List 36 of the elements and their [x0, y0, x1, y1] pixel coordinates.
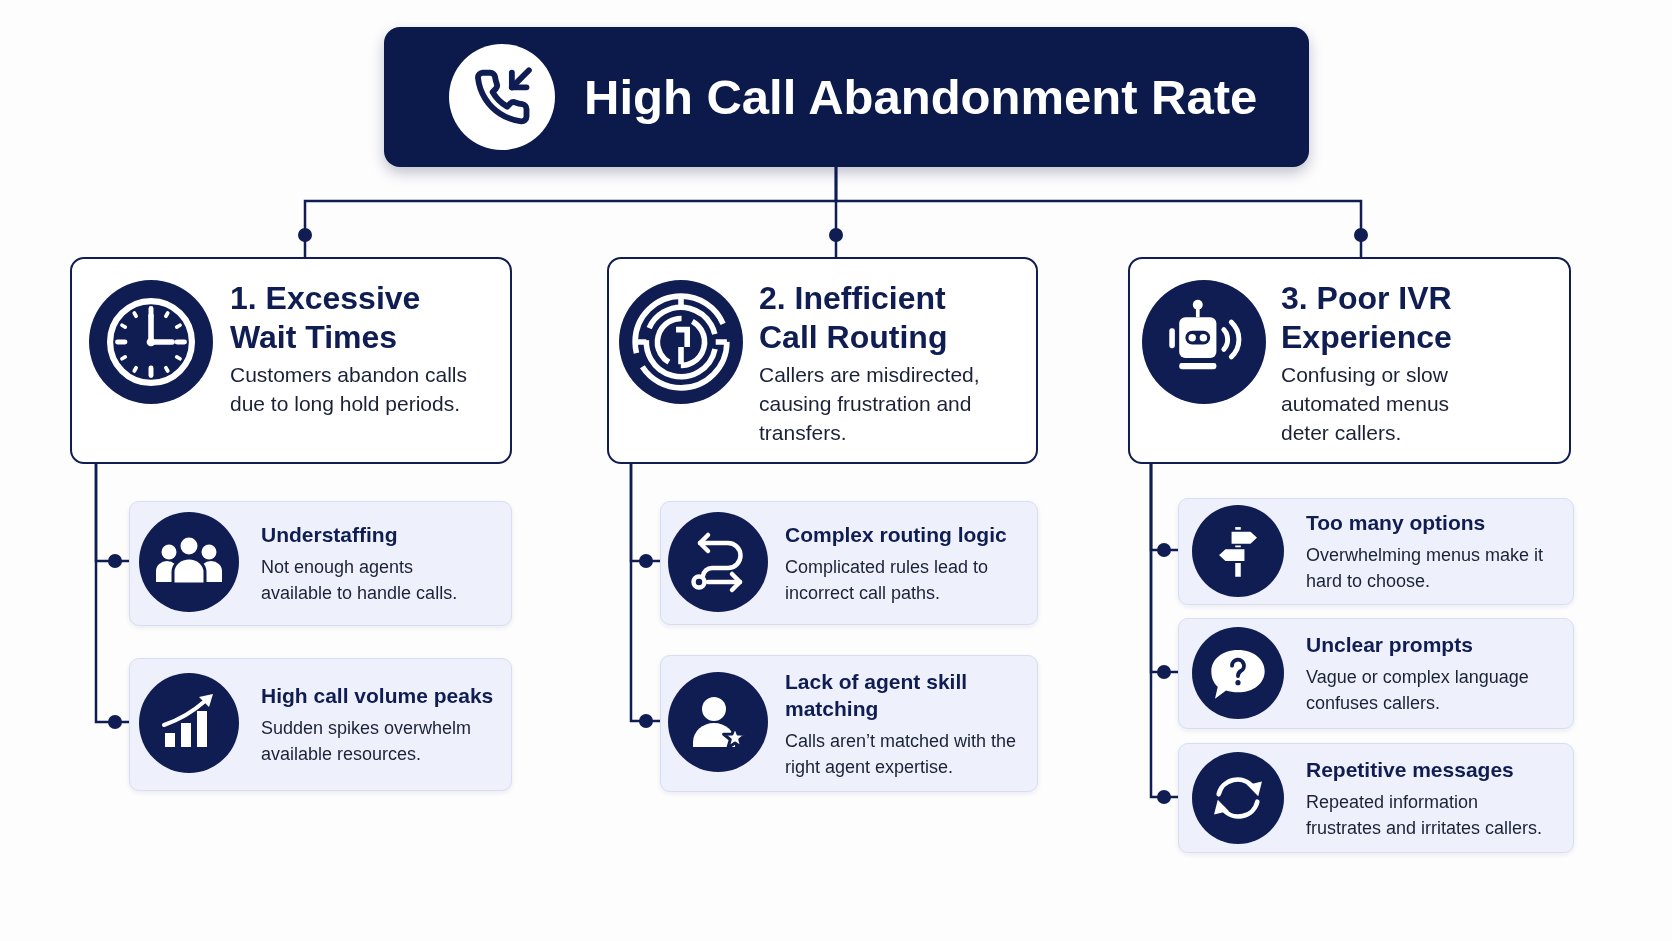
category-heading: 2. Inefficient Call Routing — [759, 279, 949, 357]
cause-heading: Complex routing logic — [785, 521, 1007, 548]
cause-description: Calls aren’t matched with the right agent expertise. — [785, 729, 1018, 779]
cause-heading: Too many options — [1306, 510, 1486, 536]
connector-line — [94, 464, 129, 729]
cause-description: Sudden spikes overwhelm available resources. — [261, 717, 473, 766]
cause-description: Overwhelming menus make it hard to choose. — [1306, 544, 1545, 593]
cause-card — [1178, 618, 1574, 729]
cause-description: Repeated information frustrates and irritates callers. — [1306, 790, 1544, 840]
cause-description: Complicated rules lead to incorrect call paths. — [785, 555, 990, 605]
connector-line — [834, 167, 1368, 257]
cause-description: Not enough agents available to handle calls. — [261, 556, 459, 605]
cause-heading: Lack of agent skill matching — [785, 668, 969, 722]
category-card — [1128, 257, 1571, 464]
category-description: Callers are misdirected, causing frustration and transfers. — [759, 362, 981, 446]
cause-heading: High call volume peaks — [261, 683, 494, 709]
category-heading: 3. Poor IVR Experience — [1281, 279, 1453, 357]
category-description: Customers abandon calls due to long hold periods. — [230, 362, 468, 417]
title-banner — [384, 27, 1309, 167]
cause-card — [660, 501, 1038, 625]
connector-line — [629, 464, 660, 728]
category-card — [607, 257, 1038, 464]
cause-heading: Unclear prompts — [1306, 632, 1473, 658]
cause-card — [129, 501, 512, 626]
category-card — [70, 257, 512, 464]
cause-description: Vague or complex language confuses callers. — [1306, 666, 1530, 715]
cause-card — [1178, 498, 1574, 605]
cause-card — [1178, 743, 1574, 853]
category-description: Confusing or slow automated menus deter callers. — [1281, 362, 1451, 446]
cause-heading: Understaffing — [261, 522, 398, 548]
category-heading: 1. Excessive Wait Times — [230, 279, 422, 357]
cause-card — [660, 655, 1038, 792]
cause-card — [129, 658, 512, 791]
banner-heading: High Call Abandonment Rate — [584, 69, 1258, 125]
cause-heading: Repetitive messages — [1306, 756, 1514, 783]
connector-line — [1149, 464, 1178, 804]
